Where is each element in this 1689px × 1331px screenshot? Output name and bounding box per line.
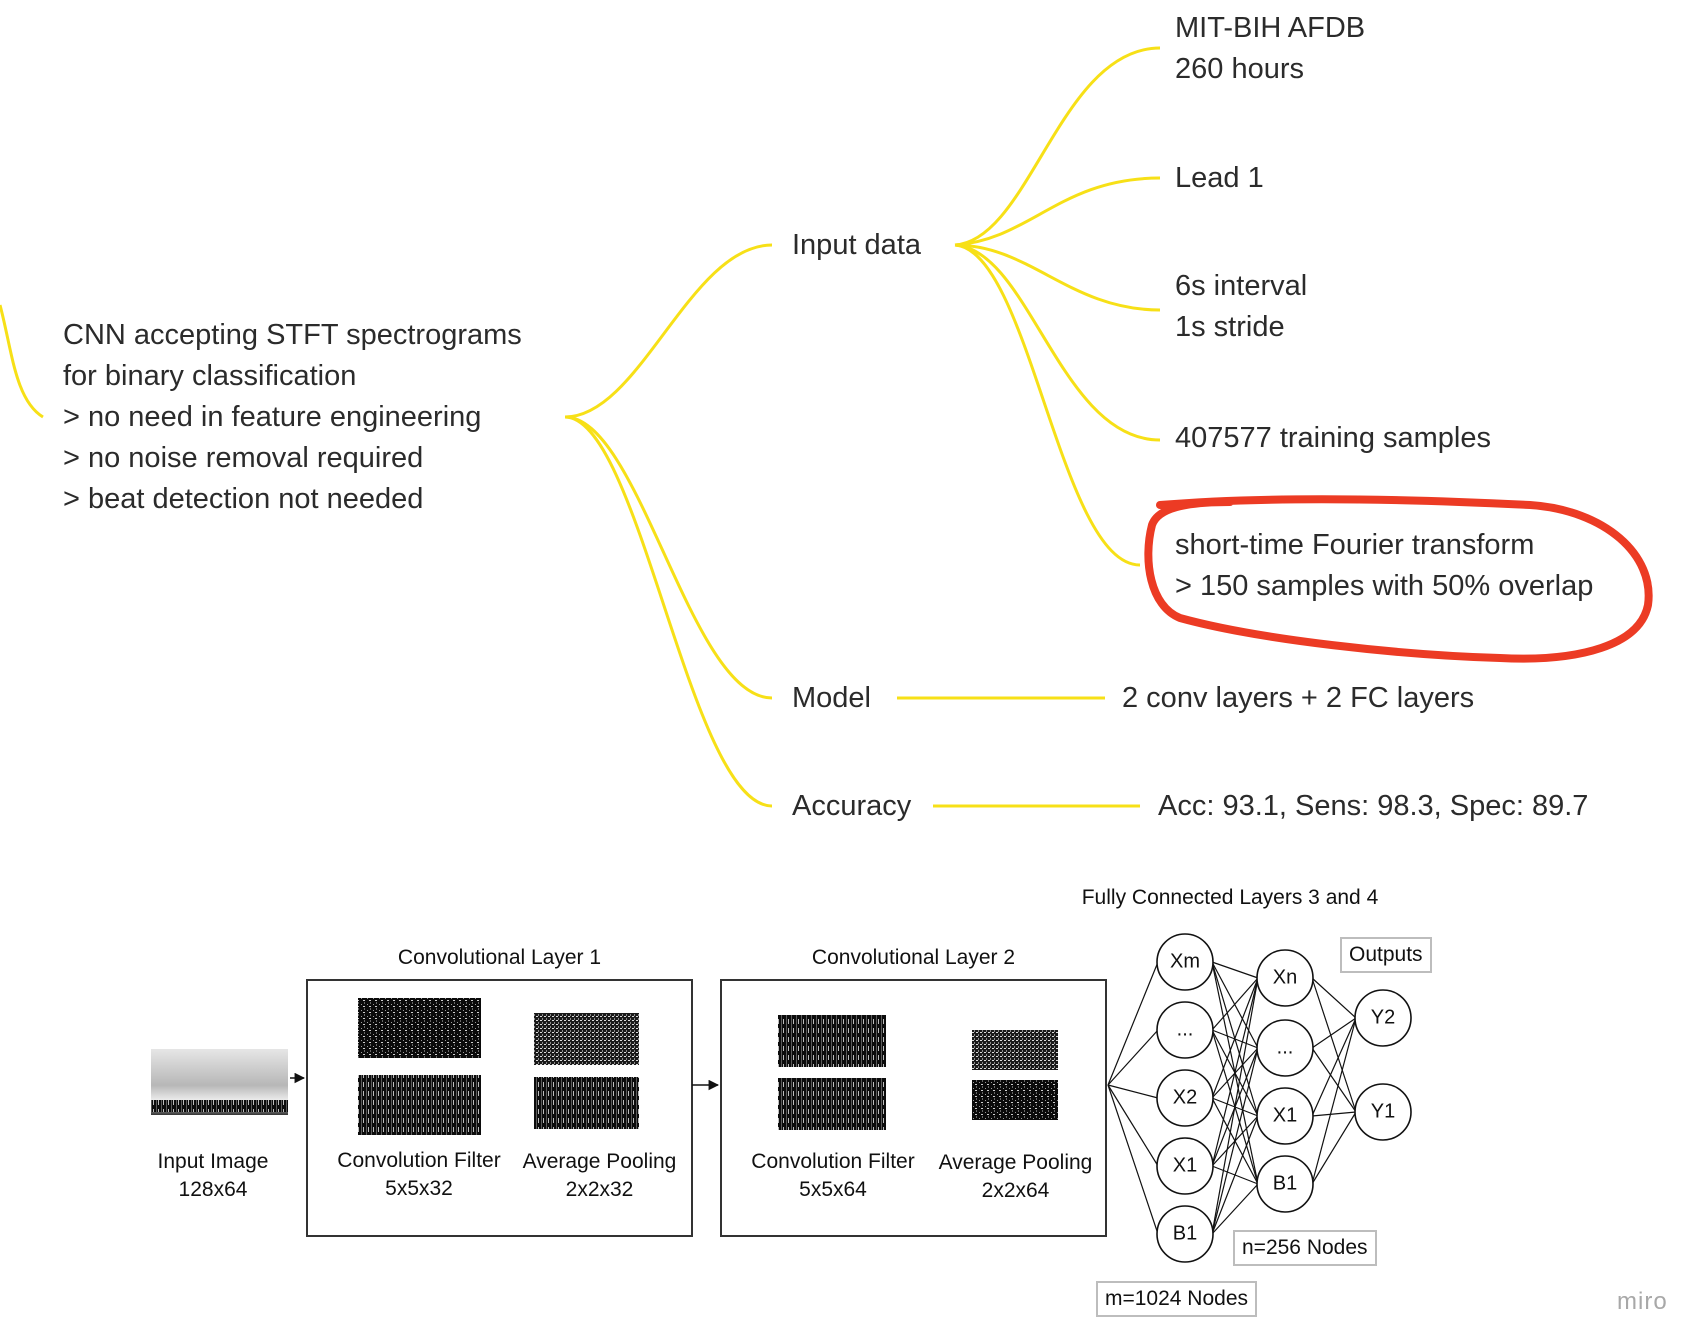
node-l3-x1 <box>1156 1137 1214 1195</box>
node-l4-xn <box>1256 949 1314 1007</box>
conv1-box <box>306 979 693 1237</box>
node-l3-label-3: X1 <box>1173 1154 1197 1176</box>
conv1-pool-map-bottom <box>534 1077 639 1129</box>
conv2-pool-size: 2x2x64 <box>981 1179 1050 1202</box>
conv1-filter-map-top <box>358 998 481 1058</box>
branch-model[interactable]: Model <box>792 678 871 719</box>
node-l4-label-1: ... <box>1277 1036 1294 1058</box>
conv2-pool-label: Average Pooling <box>938 1151 1093 1174</box>
conv2-filter-size: 5x5x64 <box>799 1178 867 1201</box>
node-out-label-0: Y2 <box>1371 1006 1395 1028</box>
root-line-5: > beat detection not needed <box>63 483 424 515</box>
input-child-1-line-2: 260 hours <box>1175 53 1304 85</box>
n-nodes-label: n=256 Nodes <box>1233 1230 1377 1266</box>
node-l4-label-2: X1 <box>1273 1104 1297 1126</box>
conv1-filter-size: 5x5x32 <box>385 1177 453 1200</box>
outputs-label: Outputs <box>1340 937 1432 973</box>
model-value-node[interactable]: 2 conv layers + 2 FC layers <box>1122 678 1474 719</box>
fc-connections <box>1107 961 1357 1235</box>
conv1-pool-size: 2x2x32 <box>565 1178 634 1201</box>
root-line-3: > no need in feature engineering <box>63 401 482 433</box>
conv1-filter-map-bottom <box>358 1075 481 1135</box>
input-spectrogram-band <box>151 1100 288 1112</box>
node-out-label-1: Y1 <box>1371 1100 1395 1122</box>
conv2-box <box>720 979 1107 1237</box>
input-child-4-line-1: 407577 training samples <box>1175 422 1491 454</box>
node-l4-x1 <box>1256 1087 1314 1145</box>
input-child-3-line-2: 1s stride <box>1175 311 1285 343</box>
input-child-stft[interactable]: short-time Fourier transform > 150 sampl… <box>1175 525 1593 607</box>
node-l3-xm <box>1156 933 1214 991</box>
input-child-3-line-1: 6s interval <box>1175 270 1308 302</box>
conv1-title: Convolutional Layer 1 <box>397 946 602 969</box>
input-image-caption: Input Image 128x64 <box>143 1148 283 1204</box>
input-child-samples[interactable]: 407577 training samples <box>1175 418 1491 459</box>
branch-input-data[interactable]: Input data <box>792 225 921 266</box>
connector-root-accuracy <box>564 415 773 808</box>
node-l3-x2 <box>1156 1069 1214 1127</box>
conv1-pool-caption: Average Pooling 2x2x32 <box>512 1148 687 1204</box>
node-l3-b1 <box>1156 1205 1214 1263</box>
branch-input-data-label: Input data <box>792 229 921 261</box>
input-child-5-line-2: > 150 samples with 50% overlap <box>1175 570 1594 602</box>
conv2-pool-map-top <box>972 1030 1058 1070</box>
root-line-2: for binary classification <box>63 360 357 392</box>
miro-watermark: miro <box>1617 1288 1668 1315</box>
connector-input-child-4 <box>954 243 1161 442</box>
connector-input-child-5 <box>954 243 1141 567</box>
conv2-filter-map-bottom <box>778 1078 886 1130</box>
conv2-title: Convolutional Layer 2 <box>811 946 1016 969</box>
fc-layer4-nodes <box>1256 949 1314 1213</box>
root-line-4: > no noise removal required <box>63 442 424 474</box>
conv2-filter-caption: Convolution Filter 5x5x64 <box>742 1148 924 1204</box>
conv2-pool-caption: Average Pooling 2x2x64 <box>928 1149 1103 1205</box>
input-child-afdb[interactable]: MIT-BIH AFDB 260 hours <box>1175 8 1365 90</box>
fc-output-nodes <box>1354 989 1412 1141</box>
conv2-filter-label: Convolution Filter <box>751 1150 915 1173</box>
m-nodes-label: m=1024 Nodes <box>1096 1281 1258 1317</box>
node-out-y2 <box>1354 989 1412 1047</box>
branch-model-label: Model <box>792 682 871 714</box>
node-l4-label-3: B1 <box>1273 1172 1297 1194</box>
node-l3-label-0: Xm <box>1170 950 1200 972</box>
node-l4-b1 <box>1256 1155 1314 1213</box>
connector-root-model <box>564 415 773 700</box>
model-value: 2 conv layers + 2 FC layers <box>1122 682 1475 714</box>
node-l3-label-2: X2 <box>1173 1086 1197 1108</box>
conv2-pool-map-bottom <box>972 1080 1058 1120</box>
node-l4-label-0: Xn <box>1273 966 1297 988</box>
input-image-size: 128x64 <box>178 1178 248 1201</box>
conv1-filter-caption: Convolution Filter 5x5x32 <box>328 1147 510 1203</box>
node-l3-ellipsis <box>1156 1001 1214 1059</box>
branch-accuracy-label: Accuracy <box>792 790 912 822</box>
input-child-2-line-1: Lead 1 <box>1175 162 1264 194</box>
input-image-label: Input Image <box>157 1150 269 1173</box>
connector-input-child-3 <box>954 243 1161 312</box>
fc-title: Fully Connected Layers 3 and 4 <box>1081 886 1379 909</box>
conv1-filter-label: Convolution Filter <box>337 1149 501 1172</box>
node-out-y1 <box>1354 1083 1412 1141</box>
root-node[interactable]: CNN accepting STFT spectrograms for bina… <box>63 315 522 520</box>
accuracy-value: Acc: 93.1, Sens: 98.3, Spec: 89.7 <box>1158 790 1589 822</box>
input-child-interval[interactable]: 6s interval 1s stride <box>1175 266 1307 348</box>
input-child-5-line-1: short-time Fourier transform <box>1175 529 1535 561</box>
input-child-lead[interactable]: Lead 1 <box>1175 158 1264 199</box>
connector-input-child-1 <box>954 46 1161 247</box>
branch-accuracy[interactable]: Accuracy <box>792 786 911 827</box>
conv2-filter-map-top <box>778 1015 886 1067</box>
root-line-1: CNN accepting STFT spectrograms <box>63 319 522 351</box>
connector-input-child-2 <box>954 176 1161 247</box>
input-child-1-line-1: MIT-BIH AFDB <box>1175 12 1366 44</box>
node-l3-label-4: B1 <box>1173 1222 1197 1244</box>
node-l3-label-1: ... <box>1177 1018 1194 1040</box>
connector-root-input <box>564 243 773 419</box>
highlight-circle <box>1144 495 1653 663</box>
fc-layer3-nodes <box>1156 933 1214 1263</box>
conv1-pool-map-top <box>534 1013 639 1065</box>
accuracy-value-node[interactable]: Acc: 93.1, Sens: 98.3, Spec: 89.7 <box>1158 786 1588 827</box>
node-l4-ellipsis <box>1256 1019 1314 1077</box>
offscreen-connector <box>0 304 44 419</box>
conv1-pool-label: Average Pooling <box>522 1150 677 1173</box>
